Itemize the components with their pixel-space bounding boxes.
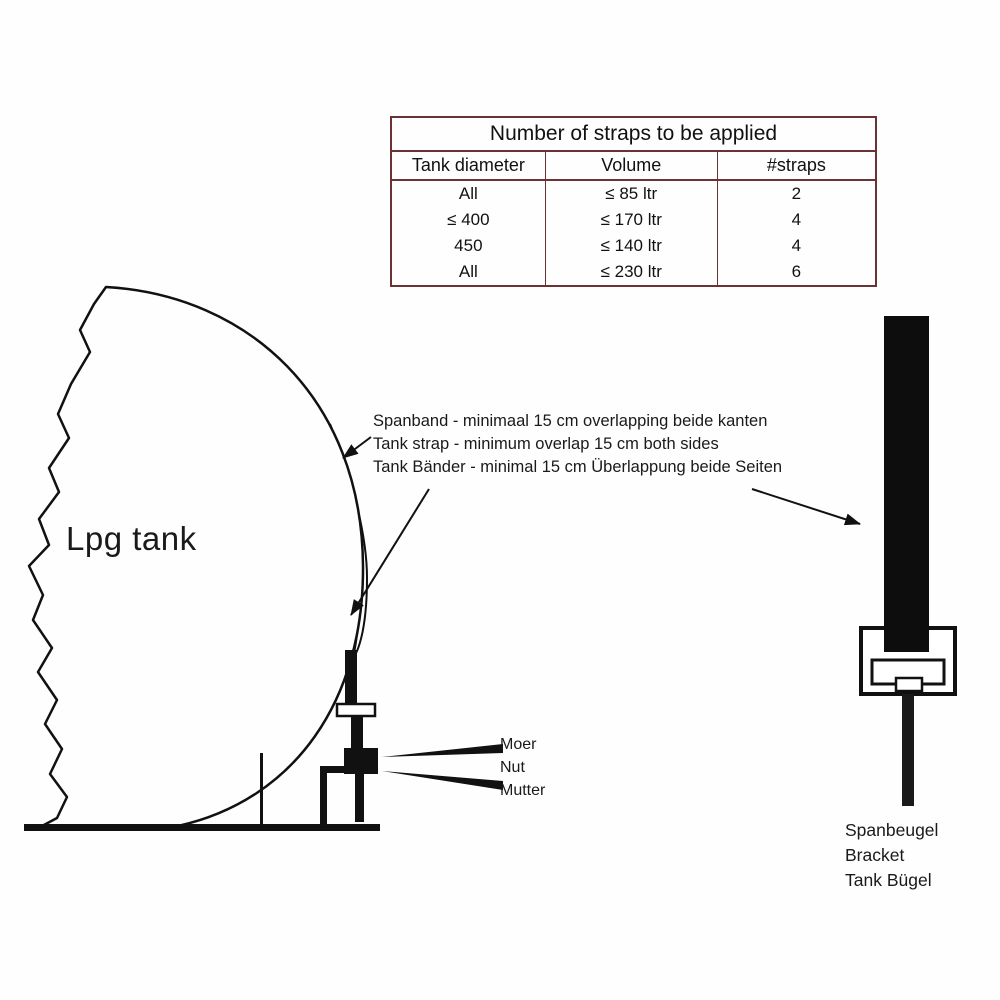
bracket-label-en: Bracket xyxy=(845,845,905,865)
bracket-label: Spanbeugel Bracket Tank Bügel xyxy=(845,818,938,893)
nut-arrow-lower xyxy=(382,771,503,790)
strap-note: Spanband - minimaal 15 cm overlapping be… xyxy=(373,410,782,479)
col-header-tank-diameter: Tank diameter xyxy=(391,151,546,181)
nut-label: Moer Nut Mutter xyxy=(500,733,545,802)
strap-note-line-nl: Spanband - minimaal 15 cm overlapping be… xyxy=(373,412,768,430)
bracket-clamp-tab xyxy=(894,676,924,693)
col-header-straps: #straps xyxy=(717,151,876,181)
nut-label-nl: Moer xyxy=(500,736,537,753)
strap-note-arrow-bracket xyxy=(751,488,861,526)
cell-straps: 6 xyxy=(791,262,802,281)
cell-straps: 4 xyxy=(791,210,802,229)
nut-label-en: Nut xyxy=(500,759,525,776)
nut-arrow-upper xyxy=(382,744,503,757)
cell-volume: ≤ 170 ltr xyxy=(544,207,718,233)
lpg-tank-outline xyxy=(27,285,365,828)
cell-volume: ≤ 140 ltr xyxy=(544,233,718,259)
cell-volume: ≤ 85 ltr xyxy=(544,180,718,207)
tank-support-line xyxy=(260,753,263,826)
cell-diameter: 450 xyxy=(454,236,483,255)
ground-line xyxy=(24,824,380,831)
table-header-row: Tank diameter Volume #straps xyxy=(391,151,876,181)
cell-volume: ≤ 230 ltr xyxy=(544,259,718,286)
cell-diameter: All xyxy=(458,262,478,281)
cell-diameter: ≤ 400 xyxy=(447,210,490,229)
table-row: ≤ 400 ≤ 170 ltr 4 xyxy=(391,207,876,233)
bracket-label-de: Tank Bügel xyxy=(845,870,932,890)
col-header-volume: Volume xyxy=(544,151,718,181)
bolt xyxy=(355,774,364,822)
strap-note-line-de: Tank Bänder - minimal 15 cm Überlappung … xyxy=(373,458,783,476)
cell-diameter: All xyxy=(458,184,478,203)
table-title: Number of straps to be applied xyxy=(391,117,876,152)
table-row: All ≤ 85 ltr 2 xyxy=(391,180,876,207)
strap-note-arrow-lower xyxy=(350,488,430,616)
strap-note-line-en: Tank strap - minimum overlap 15 cm both … xyxy=(373,435,719,453)
table-row: 450 ≤ 140 ltr 4 xyxy=(391,233,876,259)
table-row: All ≤ 230 ltr 6 xyxy=(391,259,876,286)
strap-step-plate xyxy=(335,702,377,718)
tank-label: Lpg tank xyxy=(66,520,197,557)
cell-straps: 2 xyxy=(791,184,802,203)
strap-note-arrow-upper xyxy=(342,436,372,459)
strap-end xyxy=(345,650,357,706)
bracket-label-nl: Spanbeugel xyxy=(845,820,939,840)
nut-label-de: Mutter xyxy=(500,782,546,799)
bracket-foot-vertical xyxy=(320,766,327,826)
bracket-stem xyxy=(902,694,914,806)
strap-neck xyxy=(351,716,363,750)
cell-straps: 4 xyxy=(791,236,802,255)
nut xyxy=(344,748,378,774)
straps-table: Number of straps to be applied Tank diam… xyxy=(390,116,877,287)
bracket-strap xyxy=(884,316,929,652)
bracket-foot-horizontal xyxy=(320,766,346,773)
table-title-row: Number of straps to be applied xyxy=(391,117,876,152)
